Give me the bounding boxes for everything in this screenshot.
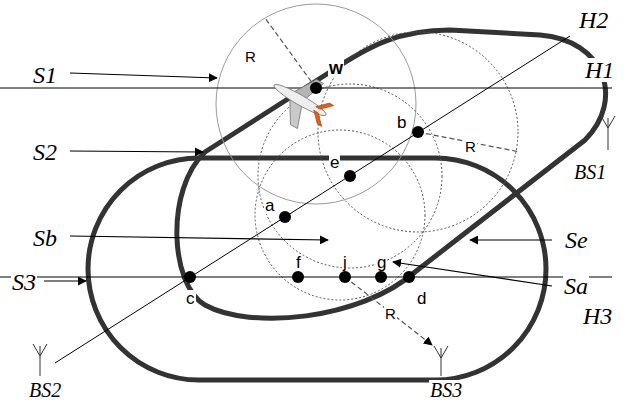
station-label: BS2	[28, 380, 62, 400]
antenna-symbol	[601, 116, 615, 150]
point-dot	[279, 211, 291, 223]
coverage-capsule	[177, 30, 606, 318]
antenna-mast	[40, 346, 41, 376]
aircraft-tail	[316, 98, 334, 114]
point-label: c	[185, 290, 196, 307]
station-label: BS3	[429, 380, 463, 400]
radius-label: R	[384, 306, 397, 321]
antenna-head	[33, 344, 47, 356]
point-dot	[375, 271, 387, 283]
point-dot	[184, 271, 196, 283]
range-circle	[216, 4, 416, 204]
antenna-head	[434, 346, 448, 358]
pointer-arrow	[70, 236, 328, 240]
radius-line	[265, 18, 316, 88]
region-label: S1	[32, 63, 58, 87]
point-label: e	[329, 154, 340, 171]
point-dot	[292, 271, 304, 283]
antenna-symbol	[434, 346, 448, 376]
line-label: H1	[584, 58, 615, 82]
point-dot	[403, 271, 415, 283]
point-label: b	[396, 114, 407, 131]
pointer-arrow	[470, 239, 552, 240]
point-label: d	[416, 290, 427, 307]
point-markers	[184, 82, 424, 283]
line-label: H3	[582, 304, 613, 328]
range-circle	[318, 32, 518, 232]
point-dot	[339, 271, 351, 283]
point-dot	[412, 126, 424, 138]
radius-label: R	[464, 139, 477, 154]
antenna-mast	[608, 118, 609, 150]
pointer-arrow	[393, 262, 552, 286]
point-label: f	[295, 254, 302, 271]
point-label: g	[376, 254, 387, 271]
region-label: Sb	[32, 226, 58, 250]
point-dot	[344, 170, 356, 182]
radius-line	[345, 277, 432, 345]
point-label: a	[264, 197, 275, 214]
point-dot	[310, 82, 322, 94]
range-circle	[255, 130, 425, 300]
range-circle	[258, 84, 442, 268]
region-label: S3	[11, 270, 37, 294]
antenna-head	[601, 116, 615, 128]
radius-label: R	[244, 49, 257, 64]
region-label: Sa	[563, 274, 589, 298]
region-label: S2	[32, 140, 58, 164]
pointer-arrow	[70, 151, 203, 152]
coverage-capsule	[88, 158, 546, 380]
station-label: BS1	[573, 162, 607, 182]
position-line	[55, 36, 570, 363]
point-label: w	[328, 59, 344, 77]
antenna-symbol	[33, 344, 47, 376]
antenna-mast	[441, 348, 442, 376]
aircraft-tail	[309, 110, 327, 126]
line-label: H2	[578, 8, 609, 32]
point-label: j	[342, 254, 348, 271]
pointer-arrow	[44, 280, 86, 281]
region-label: Se	[564, 228, 589, 252]
pointer-arrow	[70, 73, 217, 78]
aircraft-fuselage	[272, 81, 329, 120]
position-line	[0, 277, 612, 278]
